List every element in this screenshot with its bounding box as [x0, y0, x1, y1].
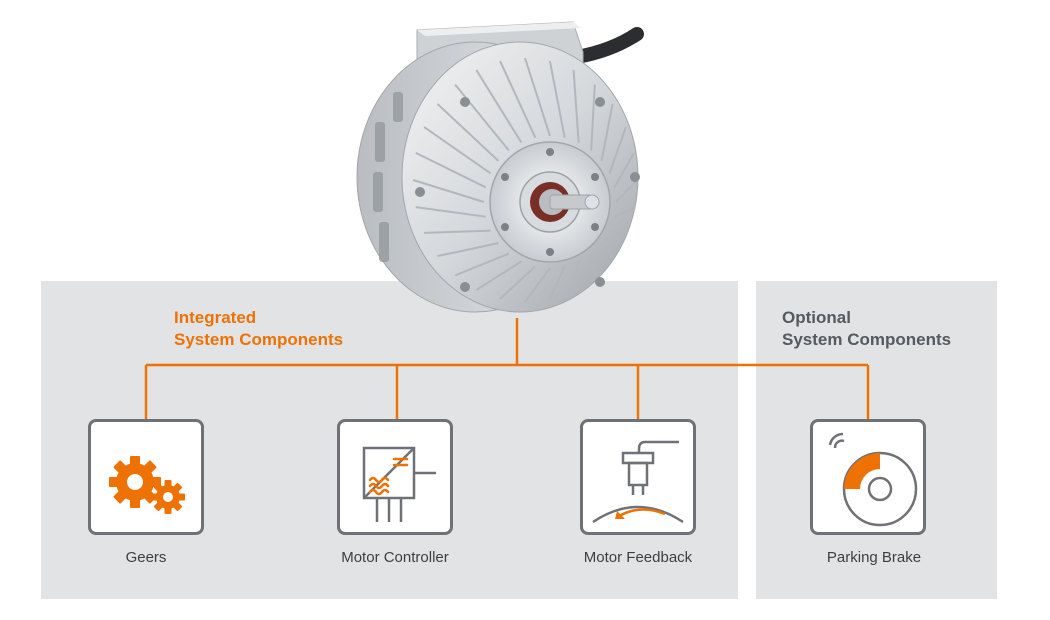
cooling-fin — [454, 83, 510, 152]
optional-heading-line1: Optional — [782, 308, 851, 327]
optional-components-heading: Optional System Components — [782, 307, 951, 351]
parking-brake-label: Parking Brake — [826, 549, 922, 566]
cooling-fin — [423, 126, 492, 175]
cooling-fin — [613, 152, 636, 188]
cooling-fin — [600, 242, 614, 257]
cooling-fin — [424, 229, 491, 234]
cooling-fin — [548, 60, 566, 138]
cooling-fin — [415, 206, 486, 218]
gears-icon — [109, 456, 185, 514]
cooling-fin — [524, 267, 551, 303]
motor-feedback-icon — [592, 440, 684, 524]
cooling-fin — [436, 103, 500, 162]
motor-feedback-label: Motor Feedback — [583, 549, 693, 566]
cooling-fin — [454, 252, 510, 277]
motor-controller-label: Motor Controller — [341, 549, 449, 566]
gears-label: Geers — [125, 549, 167, 566]
cooling-fin — [499, 60, 537, 139]
motor-feedback-component-card[interactable] — [580, 419, 696, 535]
cooling-fin — [609, 229, 627, 234]
cooling-fin — [572, 261, 580, 291]
motor-controller-icon — [362, 446, 436, 522]
cooling-fin — [499, 265, 536, 300]
cooling-fin — [613, 206, 635, 218]
integrated-heading-line2: System Components — [174, 330, 344, 349]
cooling-fin — [590, 253, 596, 276]
cooling-fin — [475, 69, 523, 144]
cooling-fin — [615, 179, 638, 203]
optional-heading-line2: System Components — [782, 330, 952, 349]
cooling-fin — [608, 126, 627, 174]
parking-brake-component-card[interactable] — [810, 419, 926, 535]
cooling-fin — [600, 103, 614, 162]
integrated-heading-line1: Integrated — [174, 308, 257, 327]
cooling-fin — [524, 57, 551, 137]
cooling-fin — [590, 84, 596, 151]
parking-brake-icon — [828, 432, 918, 527]
electric-motor-image — [356, 21, 644, 313]
cooling-fin — [415, 151, 487, 189]
motor-controller-component-card[interactable] — [337, 419, 453, 535]
cooling-fin — [412, 179, 485, 203]
integrated-components-heading: Integrated System Components — [174, 307, 343, 351]
cooling-fin — [475, 260, 522, 291]
cooling-fin — [572, 70, 580, 143]
cooling-fin — [437, 242, 499, 258]
cooling-fin — [549, 265, 566, 300]
gears-component-card[interactable] — [88, 419, 204, 535]
